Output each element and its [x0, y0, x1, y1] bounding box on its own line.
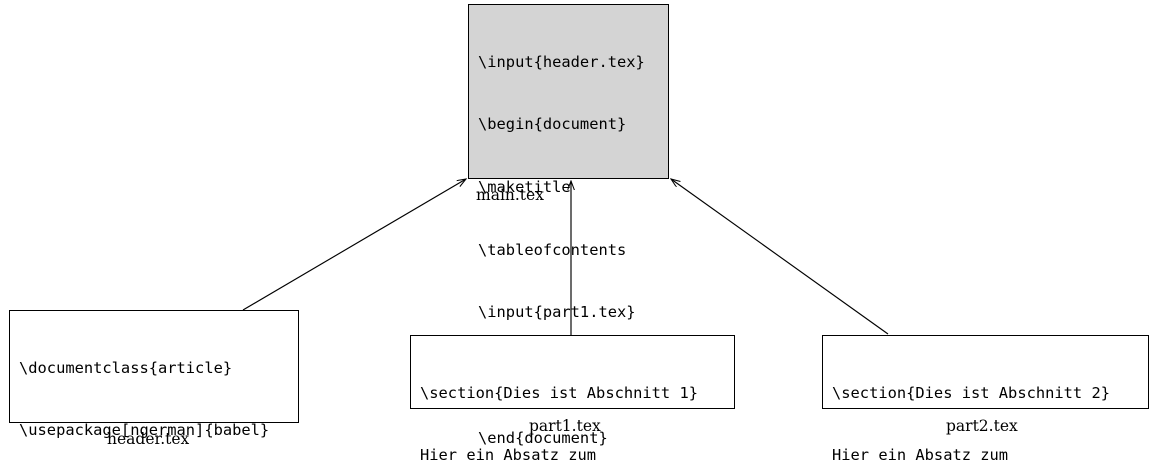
node-part2-tex[interactable]: \section{Dies ist Abschnitt 2} Hier ein … [822, 335, 1149, 464]
code-line: \end{document} [478, 428, 608, 447]
code-line: \input{header.tex} [478, 52, 645, 71]
caption-part2-tex: part2.tex [946, 417, 1018, 435]
edge-part2-to-main [671, 179, 889, 335]
code-line: \tableofcontents [478, 240, 627, 259]
code-line: \section{Dies ist Abschnitt 1} [420, 383, 698, 402]
code-line: \begin{document} [478, 115, 627, 134]
code-line: \section{Dies ist Abschnitt 2} [832, 383, 1110, 402]
caption-part1-tex: part1.tex [529, 417, 601, 435]
code-line: \usepackage[ngerman]{babel} [19, 421, 270, 440]
node-main-tex[interactable]: \input{header.tex} \begin{document} \mak… [468, 4, 669, 447]
code-line: Hier ein Absatz zum [832, 446, 1009, 465]
node-part1-tex[interactable]: \section{Dies ist Abschnitt 1} Hier ein … [410, 335, 735, 464]
node-header-tex[interactable]: \documentclass{article} \usepackage[nger… [9, 310, 299, 439]
code-line: \input{part1.tex} [478, 303, 636, 322]
code-line: Hier ein Absatz zum [420, 446, 597, 465]
edge-header-to-main [242, 179, 466, 311]
code-line: \maketitle [478, 178, 571, 196]
caption-main-tex: main.tex [476, 186, 544, 204]
code-line: \documentclass{article} [19, 358, 233, 377]
caption-header-tex: header.tex [107, 430, 190, 448]
